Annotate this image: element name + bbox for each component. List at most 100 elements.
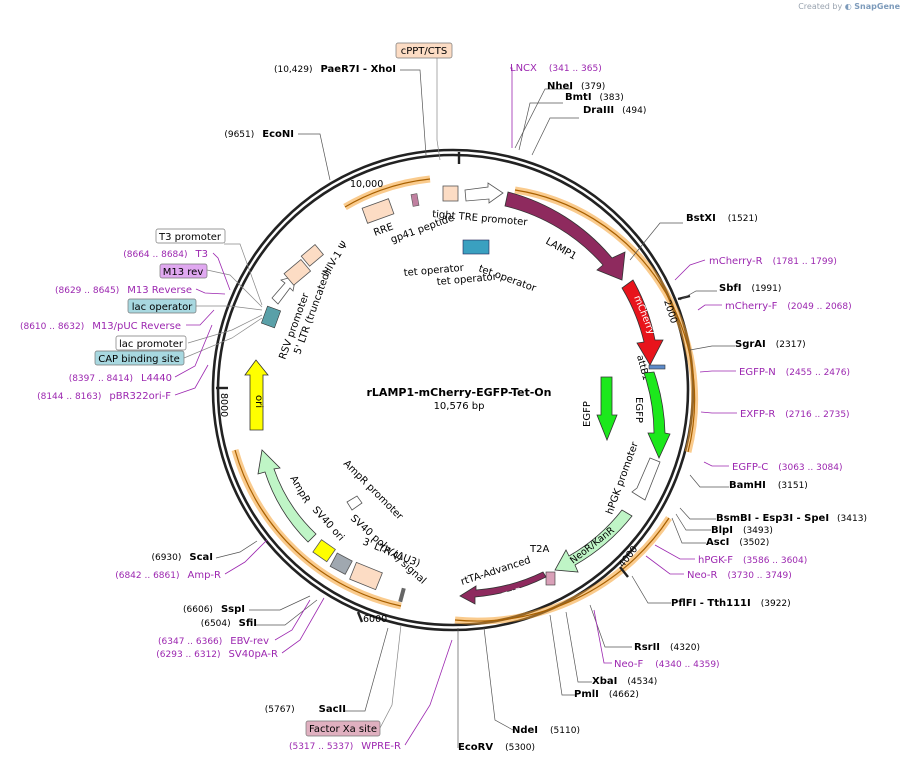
primer-egfp-c: EGFP-C(3063 .. 3084) [732, 462, 843, 473]
tet-operator-label-1: tet operator [403, 263, 465, 279]
egfp-inner-label: EGFP [582, 401, 593, 427]
m13-rev-box [159, 263, 208, 279]
primer-pbr322ori-f: (8144 .. 8163)pBR322ori-F [37, 391, 171, 402]
primer-m13-reverse: (8629 .. 8645)M13 Reverse [55, 285, 192, 296]
ampr-promoter-label: AmpR promoter [341, 458, 406, 523]
egfp-outer-label: EGFP [633, 397, 644, 423]
enzyme-pflfi-tth111i: PflFI - Tth111I(3922) [671, 598, 791, 609]
enzyme-ecorv: EcoRV(5300) [458, 742, 535, 753]
plasmid-name: rLAMP1-mCherry-EGFP-Tet-On [367, 386, 552, 399]
feature-arcs-orange-line [234, 178, 696, 622]
enzyme-bamhi: BamHI(3151) [729, 480, 808, 491]
enzyme-bsmbi-esp3i-spei: BsmBI - Esp3I - SpeI(3413) [716, 513, 867, 524]
cap-binding-site-box [94, 350, 185, 366]
enzyme-sbfi: SbfI(1991) [719, 283, 781, 294]
t2a-feature [545, 571, 556, 586]
sv40-ori-feature [312, 539, 336, 563]
feature-connectors [183, 58, 441, 729]
egfp-outer-feature-arrow [643, 371, 671, 459]
primer-m13-puc-reverse: (8610 .. 8632)M13/pUC Reverse [20, 321, 181, 332]
primer-wpre-r: (5317 .. 5337)WPRE-R [289, 741, 401, 752]
snapgene-brand: SnapGene [854, 2, 900, 11]
primer-sv40pa-r: (6293 .. 6312)SV40pA-R [156, 649, 278, 660]
plasmid-length: 10,576 bp [434, 401, 485, 412]
rtetr-feature-arrow [459, 571, 547, 605]
factor-xa-site-box [305, 720, 381, 737]
lac-operator-text: lac operator [132, 302, 193, 313]
hiv-psi-label: HIV-1 Ψ [321, 240, 350, 278]
cppt-feature [442, 185, 459, 202]
mcherry-feature-arrow [621, 279, 664, 366]
backbone-inner [216, 153, 690, 627]
cppt-cts-text: cPPT/CTS [401, 46, 447, 57]
small-ltr-mark [398, 587, 406, 603]
rre-feature [361, 198, 395, 224]
enzyme-draiii: DraIII(494) [583, 105, 646, 116]
cap-binding-site-text: CAP binding site [98, 354, 180, 365]
sv40-ori-label: SV40 ori [310, 505, 346, 544]
tick-label-6000: 6000 [363, 614, 387, 625]
primer-neo-f: Neo-F(4340 .. 4359) [614, 659, 720, 670]
enzyme-bstxi: BstXI(1521) [686, 213, 758, 224]
cppt-cts-box [395, 42, 453, 59]
primer-lncx: LNCX(341 .. 365) [510, 63, 602, 74]
enzyme-pmli: PmlI(4662) [574, 689, 639, 700]
ampr-promoter-arrow [346, 495, 363, 511]
primer-amp-r: (6842 .. 6861)Amp-R [115, 570, 221, 581]
enzyme-nhei: NheI(379) [547, 81, 605, 92]
ampr-feature-arrow [257, 449, 317, 543]
snapgene-logo-icon: ◐ [844, 2, 852, 11]
ori-feature-arrow [244, 359, 269, 431]
enzyme-sgrai: SgrAI(2317) [735, 339, 806, 350]
primer-egfp-n: EGFP-N(2455 .. 2476) [739, 367, 850, 378]
enzyme-ndei: NdeI(5110) [512, 725, 580, 736]
enzyme-xbai: XbaI(4534) [592, 676, 657, 687]
hiv-psi-feature [283, 259, 312, 286]
enzyme-econi: (9651)EcoNI [224, 129, 294, 140]
attb1-feature [648, 364, 666, 370]
enzyme-sacii: (5767)SacII [265, 704, 346, 715]
tet-operator-feature [462, 239, 490, 255]
primer-l4440: (8397 .. 8414)L4440 [69, 373, 172, 384]
gp41-feature [410, 193, 420, 207]
hpgk-promoter-arrow [631, 457, 661, 501]
factor-xa-site-text: Factor Xa site [309, 724, 377, 735]
hpgk-promoter-label: hPGK promoter [604, 440, 641, 516]
tight-tre-promoter-arrow [464, 182, 504, 204]
enzyme-sfii: (6504)SfiI [201, 618, 257, 629]
primer-mcherry-f: mCherry-F(2049 .. 2068) [725, 301, 852, 312]
lac-operator-box [127, 298, 197, 314]
enzyme-scai: (6930)ScaI [151, 552, 213, 563]
t2a-label: T2A [529, 544, 549, 555]
enzyme-asci: AscI(3502) [706, 537, 769, 548]
created-by-text: Created by [798, 2, 843, 11]
tick-label-8000: 8000 [218, 393, 229, 417]
primer-exfp-r: EXFP-R(2716 .. 2735) [740, 409, 850, 420]
egfp-inner-feature-arrow [596, 376, 618, 442]
lac-promoter-box [115, 335, 187, 351]
t3-promoter-text: T3 promoter [158, 232, 222, 243]
primer-neo-r: Neo-R(3730 .. 3749) [687, 570, 792, 581]
primer-labels: LNCX(341 .. 365) mCherry-R(1781 .. 1799)… [20, 63, 852, 752]
lamp1-feature-arrow [504, 191, 626, 281]
t3-promoter-box [155, 228, 226, 244]
ltr3-feature [349, 561, 383, 591]
ampr-label: AmpR [287, 474, 311, 505]
enzyme-rsrii: RsrII(4320) [634, 642, 700, 653]
neo-kan-feature-arrow [554, 509, 633, 573]
primer-t3: (8664 .. 8684)T3 [123, 249, 208, 260]
tick-label-10000: 10,000 [350, 179, 383, 190]
enzyme-labels: NheI(379) BmtI(383) DraIII(494) BstXI(15… [151, 64, 867, 753]
tet-operator-label-3: tet operator [436, 272, 498, 288]
snapgene-attribution: Created by ◐ SnapGene [798, 2, 900, 11]
m13-rev-text: M13 rev [163, 267, 204, 278]
primer-hpgk-f: hPGK-F(3586 .. 3604) [698, 555, 807, 566]
enzyme-blpi: BlpI(3493) [711, 525, 773, 536]
primer-connectors [174, 67, 737, 746]
boxed-labels: cPPT/CTS T3 promoter M13 rev lac operato… [94, 42, 453, 737]
hiv-psi-feature-2 [300, 244, 324, 267]
neo-kan-label: NeoR/KanR [568, 525, 617, 567]
enzyme-sspi: (6606)SspI [183, 604, 245, 615]
ltr5-feature [260, 305, 282, 329]
